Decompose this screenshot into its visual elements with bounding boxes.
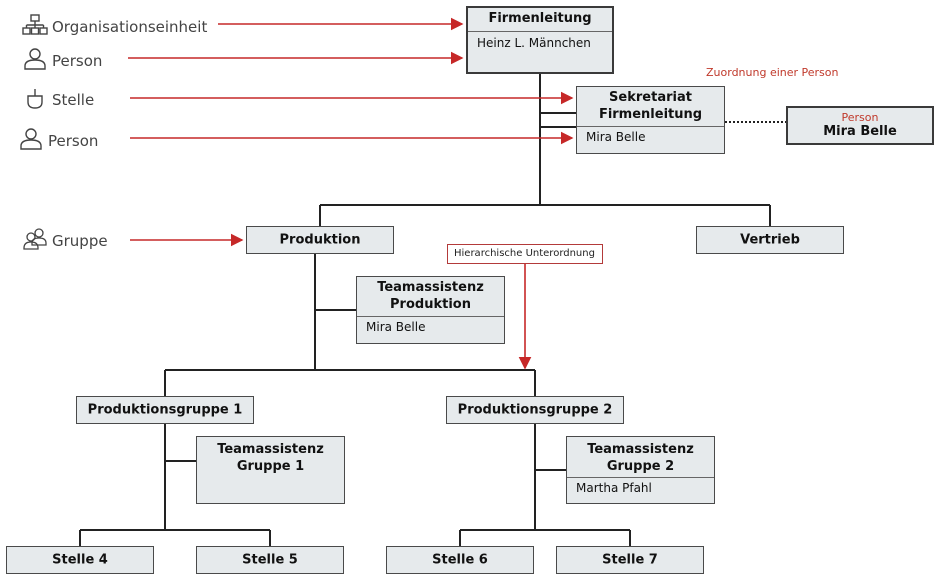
person-icon [18,127,48,155]
node-produktionsgruppe-2[interactable]: Produktionsgruppe 2 [446,396,624,424]
node-ta-gruppe-2[interactable]: Teamassistenz Gruppe 2 Martha Pfahl [566,436,715,504]
node-divider [468,31,612,32]
node-title: Vertrieb [740,232,800,248]
node-person-mira-belle[interactable]: Person Mira Belle [786,106,934,145]
node-title: Produktionsgruppe 1 [87,402,243,418]
node-stelle-7[interactable]: Stelle 7 [556,546,704,574]
legend-org-unit: Organisationseinheit [22,14,207,40]
node-person: Mira Belle [366,320,426,334]
legend-group: Gruppe [22,227,108,255]
node-person: Martha Pfahl [576,481,652,495]
org-chart-icon [22,14,52,40]
node-person: Heinz L. Männchen [477,36,591,50]
hierarchy-lines [79,73,771,546]
assignment-annotation: Zuordnung einer Person [706,66,839,79]
node-produktionsgruppe-1[interactable]: Produktionsgruppe 1 [76,396,254,424]
node-title: Stelle 6 [432,552,488,568]
node-title-line1: Teamassistenz [587,442,694,457]
legend-position-label: Stelle [52,91,95,109]
node-title: Produktionsgruppe 2 [457,402,613,418]
legend-position: Stelle [22,86,94,114]
legend-person-1-label: Person [52,52,103,70]
node-title-line1: Sekretariat [609,90,692,105]
node-title: Stelle 7 [602,552,658,568]
node-title: Produktion [279,232,361,248]
node-title-line2: Gruppe 1 [236,459,305,474]
node-ta-produktion[interactable]: Teamassistenz Produktion Mira Belle [356,276,505,344]
node-title-line1: Teamassistenz [377,280,484,295]
node-person: Mira Belle [586,130,646,144]
position-icon [22,86,52,114]
legend-org-unit-label: Organisationseinheit [52,18,208,36]
legend-person-2: Person [18,127,98,155]
node-title: Stelle 5 [242,552,298,568]
node-divider [577,126,724,127]
node-title-line1: Teamassistenz [217,442,324,457]
node-ta-gruppe-1[interactable]: Teamassistenz Gruppe 1 [196,436,345,504]
legend-person-2-label: Person [48,132,99,150]
node-stelle-5[interactable]: Stelle 5 [196,546,344,574]
node-divider [357,316,504,317]
hierarchy-callout-label: Hierarchische Unterordnung [454,248,595,259]
node-stelle-6[interactable]: Stelle 6 [386,546,534,574]
node-vertrieb[interactable]: Vertrieb [696,226,844,254]
person-box-label: Person [841,111,879,124]
node-divider [567,477,714,478]
person-box-name: Mira Belle [823,124,897,139]
person-icon [22,47,52,75]
node-produktion[interactable]: Produktion [246,226,394,254]
node-title: Firmenleitung [488,11,592,26]
group-icon [22,227,52,255]
node-title: Stelle 4 [52,552,108,568]
node-title-line2: Firmenleitung [598,107,703,122]
node-stelle-4[interactable]: Stelle 4 [6,546,154,574]
node-title-line2: Gruppe 2 [606,459,675,474]
node-firmenleitung[interactable]: Firmenleitung Heinz L. Männchen [466,6,614,74]
legend-group-label: Gruppe [52,232,108,250]
hierarchy-callout: Hierarchische Unterordnung [447,244,603,264]
node-title-line2: Produktion [390,297,471,312]
node-sekretariat[interactable]: Sekretariat Firmenleitung Mira Belle [576,86,725,154]
legend-person-1: Person [22,47,102,75]
legend-arrows [128,17,574,370]
